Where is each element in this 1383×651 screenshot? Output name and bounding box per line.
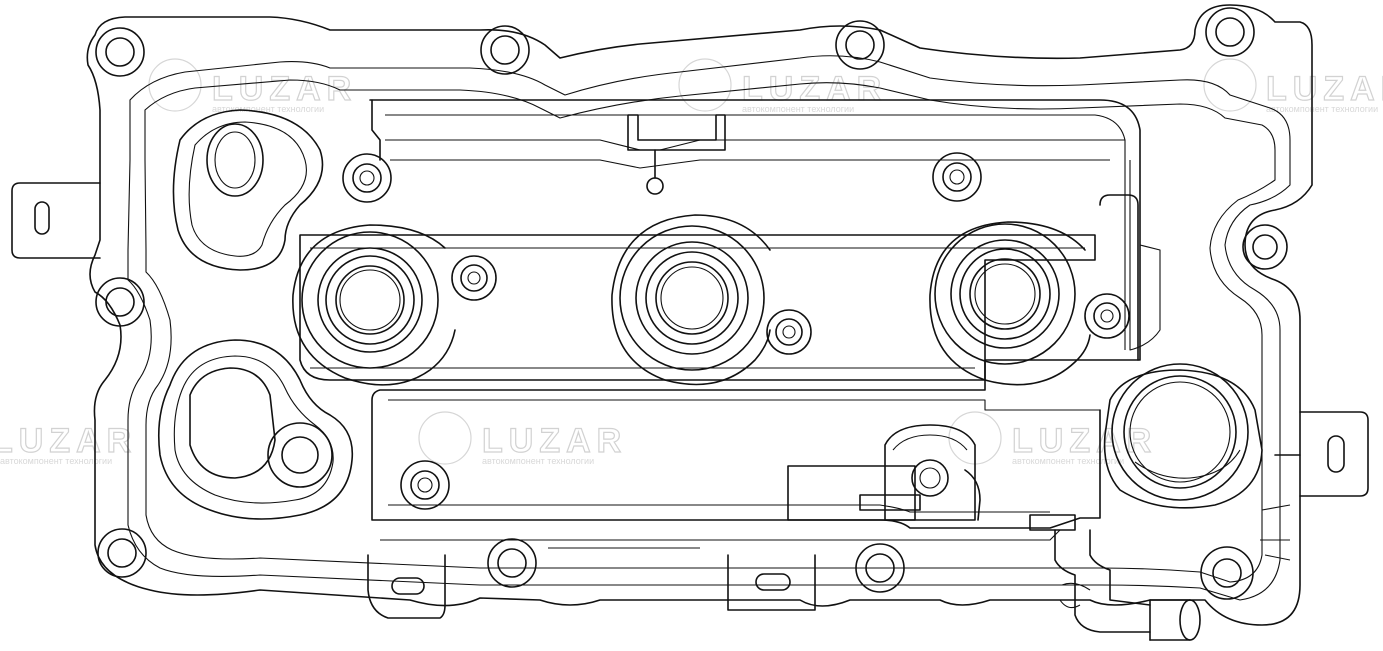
bottom-tab-1: [367, 554, 446, 619]
watermark-tagline: автокомпонент технологии: [0, 456, 112, 466]
coil-rail: [299, 234, 1096, 381]
bolt-hole: [95, 277, 145, 327]
bolt-hole: [1242, 224, 1288, 270]
left-lower-port-hole: [189, 367, 276, 479]
sensor-clip: [627, 114, 726, 195]
inner-bolt-bosses: [342, 152, 1130, 510]
right-ribs: [1260, 504, 1291, 561]
flange-bolt-holes: [95, 7, 1288, 600]
watermark-mid-center: LUZAR автокомпонент технологии: [418, 411, 627, 466]
watermark-brand: LUZAR: [212, 70, 357, 108]
bolt-hole: [95, 27, 145, 77]
right-rail: [1099, 194, 1139, 361]
left-upper-port-hole: [206, 123, 264, 197]
bolt-hole: [1205, 7, 1255, 57]
left-tab: [11, 182, 101, 259]
watermark-brand: LUZAR: [1266, 70, 1383, 108]
left-lower-port: [157, 339, 354, 520]
watermark-tagline: автокомпонент технологии: [212, 104, 324, 114]
bottom-edge-detail: [380, 529, 1061, 549]
boss: [1084, 293, 1130, 339]
right-tab: [1299, 411, 1369, 497]
left-upper-port: [172, 109, 324, 271]
bottom-tab-2-slot: [755, 573, 791, 591]
bolt-hole: [480, 25, 530, 75]
upper-rail: [385, 139, 1125, 151]
watermark-mid-left: LUZAR автокомпонент технологии: [0, 421, 137, 466]
watermark-tagline: автокомпонент технологии: [1266, 104, 1378, 114]
boss: [342, 153, 392, 203]
watermark-top-right: LUZAR автокомпонент технологии: [1203, 58, 1383, 114]
inner-flange-line: [127, 55, 1291, 601]
watermark-tagline: автокомпонент технологии: [742, 104, 854, 114]
bolt-hole: [487, 538, 537, 588]
hose-fitting: [1054, 529, 1201, 641]
pcv-breather: [787, 424, 981, 521]
bottom-tab-2: [727, 554, 816, 611]
outer-flange: [86, 4, 1313, 626]
left-tab-slot: [34, 201, 50, 235]
inner-flange-line-2: [144, 79, 1276, 583]
oil-filler-neck: [1103, 363, 1263, 509]
watermark-brand: LUZAR: [742, 70, 887, 108]
bolt-hole: [97, 528, 147, 578]
bottom-tab-1-slot: [391, 577, 425, 595]
watermark-tagline: автокомпонент технологии: [1012, 456, 1124, 466]
cover-body: [369, 99, 1141, 529]
spark-plug-bore-1: [292, 224, 456, 386]
bolt-hole: [835, 20, 885, 70]
bolt-hole: [1200, 546, 1254, 600]
boss: [932, 152, 982, 202]
watermark-top-left: LUZAR автокомпонент технологии: [148, 58, 357, 114]
right-tab-slot: [1327, 435, 1345, 473]
watermark-tagline: автокомпонент технологии: [482, 456, 594, 466]
watermark-brand: LUZAR: [0, 422, 137, 460]
boss: [400, 460, 450, 510]
boss: [451, 255, 497, 301]
watermark-top-center: LUZAR автокомпонент технологии: [678, 58, 887, 114]
spark-plug-bore-2: [611, 214, 771, 386]
bolt-hole: [855, 543, 905, 593]
boss: [766, 309, 812, 355]
watermark-brand: LUZAR: [482, 422, 627, 460]
spark-plug-bore-3: [929, 221, 1091, 386]
